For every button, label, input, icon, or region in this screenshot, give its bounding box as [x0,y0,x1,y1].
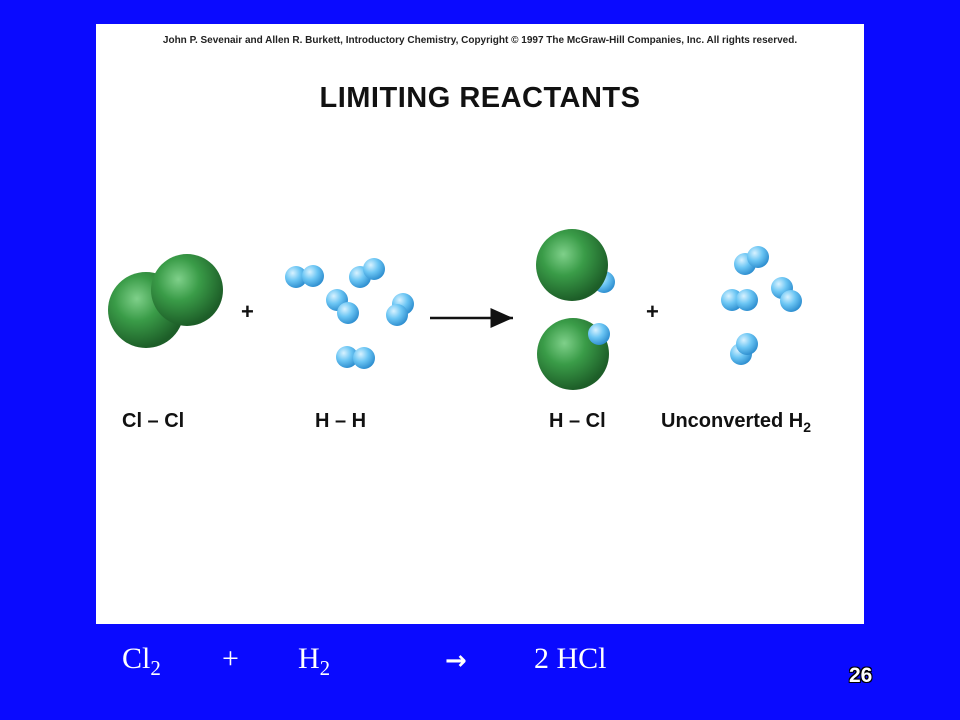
hydrogen-molecule [386,293,414,326]
hydrogen-atom [736,289,758,311]
hydrogen-molecule [730,333,758,365]
label-hydrogen-chloride: H – Cl [549,410,606,432]
hydrogen-molecule [721,289,758,311]
hydrogen-atom [588,323,610,345]
figure-title: LIMITING REACTANTS [319,82,641,114]
equation-arrow-icon: → [445,646,467,676]
equation-h: H [298,642,320,675]
hcl-molecule [537,318,610,390]
hcl-molecule [536,229,615,301]
chlorine-molecule [108,254,223,348]
label-unconverted-text: Unconverted H [661,410,804,432]
credit-line: John P. Sevenair and Allen R. Burkett, I… [162,35,798,46]
page-number: 26 [849,664,873,687]
plus-sign-reactants: + [241,299,254,324]
hydrogen-atom [285,266,307,288]
hydrogen-molecule [349,258,385,288]
label-unconverted-subscript: 2 [803,419,812,435]
hydrogen-atom [353,347,375,369]
reaction-illustration [108,229,802,390]
equation-reactant-2: H2 [298,642,330,680]
hydrogen-molecule [285,265,324,288]
equation-cl: Cl [122,642,151,675]
hydrogen-atom [736,333,758,355]
hydrogen-molecule [771,277,802,312]
hydrogen-molecules [285,258,414,369]
plus-sign-products: + [646,299,659,324]
label-chlorine: Cl – Cl [122,410,185,432]
equation-plus: + [222,642,239,675]
unconverted-hydrogen-molecules [721,246,802,365]
hydrogen-atom [780,290,802,312]
label-hydrogen: H – H [315,410,367,432]
equation-cl-subscript: 2 [150,656,161,680]
figure-panel: John P. Sevenair and Allen R. Burkett, I… [96,24,864,624]
hydrogen-chloride-molecules [536,229,615,390]
hydrogen-atom [302,265,324,287]
hydrogen-atom [337,302,359,324]
chlorine-atom [536,229,608,301]
hydrogen-molecule [336,346,375,369]
equation-product: 2 HCl [534,642,607,675]
hydrogen-molecule [326,289,359,324]
hydrogen-molecule [734,246,769,275]
label-unconverted-hydrogen: Unconverted H2 [661,410,812,435]
hydrogen-atom [336,346,358,368]
equation-h-subscript: 2 [319,656,331,680]
equation-reactant-1: Cl2 [122,642,161,680]
hydrogen-atom [386,304,408,326]
chlorine-atom [151,254,223,326]
hydrogen-atom [747,246,769,268]
hydrogen-atom [363,258,385,280]
